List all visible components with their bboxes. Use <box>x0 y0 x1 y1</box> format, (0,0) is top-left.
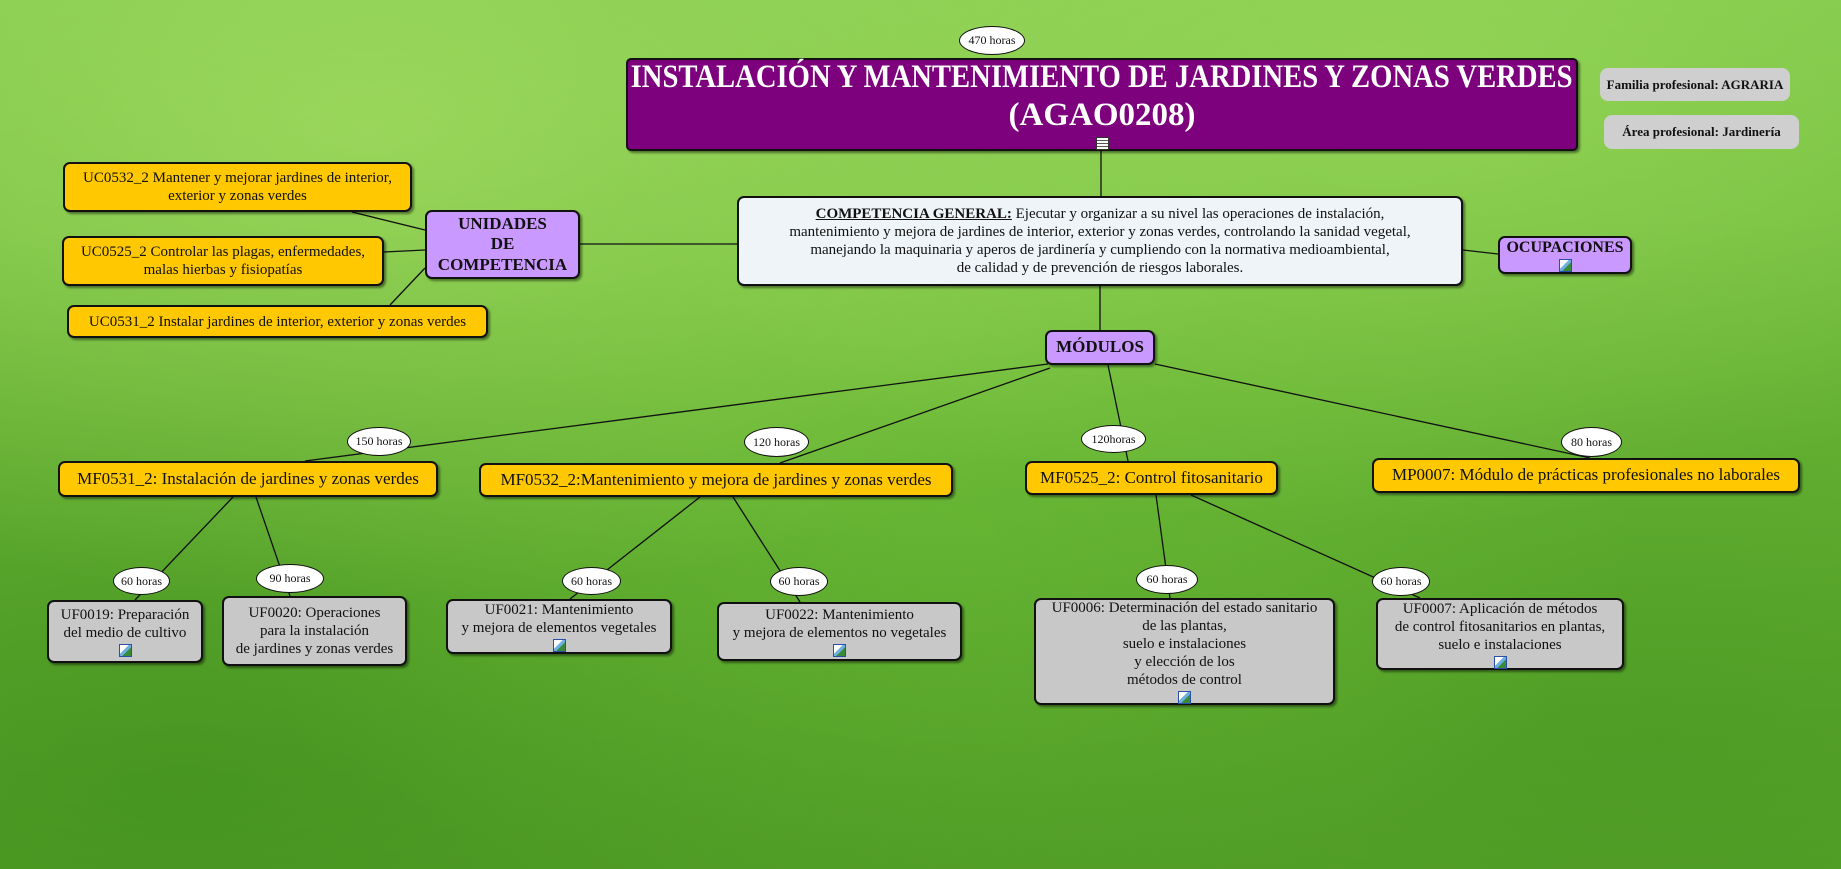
hours-label: 80 horas <box>1561 427 1622 457</box>
node-text: malas hierbas y fisiopatías <box>143 262 303 278</box>
node-text: MF0532_2:Mantenimiento y mejora de jardi… <box>500 469 932 489</box>
uf0021-node[interactable]: UF0021: Mantenimiento y mejora de elemen… <box>446 599 672 654</box>
node-text: OCUPACIONES <box>1506 238 1624 256</box>
node-text: UC0531_2 Instalar jardines de interior, … <box>88 313 467 330</box>
node-text: y mejora de elementos no vegetales <box>732 625 947 641</box>
area-profesional: Área profesional: Jardinería <box>1604 115 1799 149</box>
document-icon[interactable] <box>1095 136 1109 150</box>
node-text: MF0531_2: Instalación de jardines y zona… <box>77 468 419 488</box>
competencia-general-node[interactable]: COMPETENCIA GENERAL: Ejecutar y organiza… <box>737 196 1463 286</box>
modulos-node[interactable]: MÓDULOS <box>1045 330 1155 365</box>
title-node[interactable]: INSTALACIÓN Y MANTENIMIENTO DE JARDINES … <box>626 58 1578 151</box>
hours-label: 60 horas <box>113 567 170 595</box>
node-text: métodos de control <box>1127 672 1242 688</box>
image-icon[interactable] <box>118 644 132 657</box>
title-line2: (AGAO0208) <box>1008 97 1196 133</box>
node-text: DE <box>490 234 515 254</box>
hours-label: 60 horas <box>1372 567 1430 596</box>
node-text: UF0006: Determinación del estado sanitar… <box>1051 600 1318 616</box>
uf0007-node[interactable]: UF0007: Aplicación de métodos de control… <box>1376 598 1624 670</box>
node-text: MP0007: Módulo de prácticas profesionale… <box>1391 465 1781 485</box>
image-icon[interactable] <box>552 639 566 652</box>
mf0531-node[interactable]: MF0531_2: Instalación de jardines y zona… <box>58 461 438 497</box>
uc0525-node[interactable]: UC0525_2 Controlar las plagas, enfermeda… <box>62 236 384 286</box>
node-text: de las plantas, <box>1142 618 1227 634</box>
uc0531-node[interactable]: UC0531_2 Instalar jardines de interior, … <box>67 305 488 338</box>
node-text: del medio de cultivo <box>63 625 187 641</box>
uf0022-node[interactable]: UF0022: Mantenimiento y mejora de elemen… <box>717 602 962 661</box>
node-text: Ejecutar y organizar a su nivel las oper… <box>1015 206 1385 222</box>
node-text: mantenimiento y mejora de jardines de in… <box>789 224 1411 240</box>
node-text: UF0021: Mantenimiento <box>484 602 634 618</box>
node-text: MÓDULOS <box>1056 337 1144 357</box>
familia-profesional: Familia profesional: AGRARIA <box>1600 68 1790 101</box>
node-text: UF0022: Mantenimiento <box>765 607 914 623</box>
title-hours-label: 470 horas <box>959 26 1025 55</box>
hours-label: 60 horas <box>770 567 828 596</box>
image-icon[interactable] <box>833 644 846 657</box>
uc0532-node[interactable]: UC0532_2 Mantener y mejorar jardines de … <box>63 162 412 212</box>
mf0532-node[interactable]: MF0532_2:Mantenimiento y mejora de jardi… <box>479 463 953 497</box>
mp0007-node[interactable]: MP0007: Módulo de prácticas profesionale… <box>1372 458 1800 493</box>
hours-label: 150 horas <box>347 427 411 456</box>
hours-label: 90 horas <box>256 564 324 593</box>
competencia-heading: COMPETENCIA GENERAL: <box>815 206 1012 222</box>
hours-label: 60 horas <box>562 567 621 595</box>
hours-label: 60 horas <box>1136 565 1198 594</box>
mf0525-node[interactable]: MF0525_2: Control fitosanitario <box>1025 461 1278 495</box>
node-text: exterior y zonas verdes <box>168 188 307 204</box>
node-text: UF0007: Aplicación de métodos <box>1402 600 1598 617</box>
uf0020-node[interactable]: UF0020: Operaciones para la instalación … <box>222 596 407 666</box>
uf0019-node[interactable]: UF0019: Preparación del medio de cultivo <box>47 600 203 663</box>
uf0006-node[interactable]: UF0006: Determinación del estado sanitar… <box>1034 598 1335 705</box>
image-icon[interactable] <box>1493 655 1507 669</box>
node-text: MF0525_2: Control fitosanitario <box>1040 467 1263 487</box>
node-text: para la instalación <box>259 623 370 639</box>
unidades-competencia-node[interactable]: UNIDADES DE COMPETENCIA <box>425 210 580 279</box>
node-text: UC0532_2 Mantener y mejorar jardines de … <box>83 170 392 186</box>
image-icon[interactable] <box>1178 691 1191 704</box>
title-line1: INSTALACIÓN Y MANTENIMIENTO DE JARDINES … <box>631 59 1573 96</box>
node-text: COMPETENCIA <box>437 254 568 274</box>
node-text: de jardines y zonas verdes <box>235 641 394 657</box>
node-text: de control fitosanitarios en plantas, <box>1394 618 1606 635</box>
node-text: UF0020: Operaciones <box>248 605 381 621</box>
hours-label: 120horas <box>1081 425 1146 453</box>
node-text: manejando la maquinaria y aperos de jard… <box>810 242 1390 258</box>
image-icon[interactable] <box>1558 259 1572 273</box>
node-text: y mejora de elementos vegetales <box>461 620 657 636</box>
node-text: de calidad y de prevención de riesgos la… <box>956 260 1244 276</box>
node-text: suelo e instalaciones <box>1438 636 1562 653</box>
node-text: UNIDADES <box>458 213 547 233</box>
node-text: UC0525_2 Controlar las plagas, enfermeda… <box>80 244 366 260</box>
ocupaciones-node[interactable]: OCUPACIONES <box>1498 236 1632 274</box>
node-text: suelo e instalaciones <box>1122 636 1247 652</box>
hours-label: 120 horas <box>744 427 809 457</box>
node-text: y elección de los <box>1134 654 1235 670</box>
node-text: UF0019: Preparación <box>60 607 190 623</box>
